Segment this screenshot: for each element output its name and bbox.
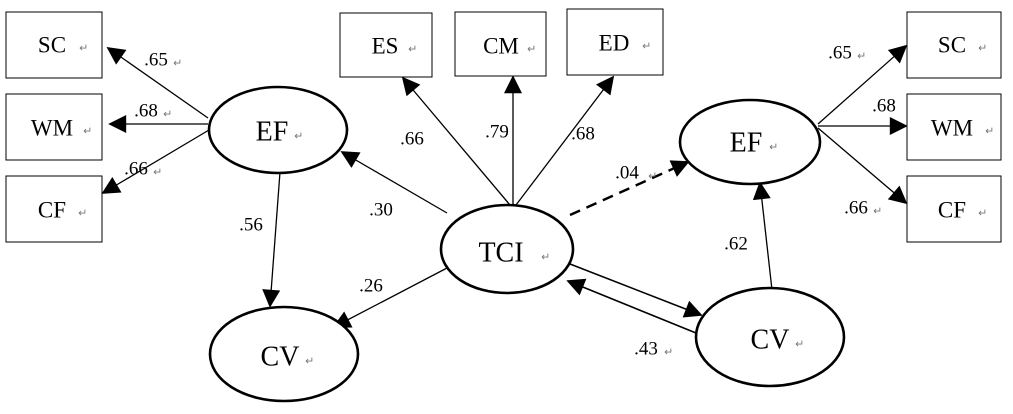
right-indicator-cf: CF ↵ xyxy=(906,175,1002,243)
ellipse-label-cv-right: CV xyxy=(751,325,790,356)
indicator-box-es xyxy=(339,12,433,78)
ellipse-ef-left xyxy=(207,85,349,175)
left-indicator-cf: CF ↵ xyxy=(5,175,103,243)
left-indicator-wm: WM ↵ xyxy=(5,93,103,161)
edges xyxy=(101,44,908,334)
coef-tci-es: .66 xyxy=(400,129,424,150)
indicator-label-cm: CM xyxy=(483,34,519,59)
edge-tci-to-ef-right xyxy=(569,160,690,217)
indicator-label-sc-right: SC xyxy=(938,33,966,58)
coef-cv-right-tci: .43 xyxy=(634,339,658,360)
coef-ef-left-cf: .66 xyxy=(124,159,148,180)
paragraph-mark: ↵ xyxy=(163,108,172,121)
coef-ef-right-sc: .65 xyxy=(828,43,852,64)
paragraph-mark: ↵ xyxy=(648,170,657,183)
indicator-label-cf-left: CF xyxy=(38,198,66,223)
indicator-label-es: ES xyxy=(372,34,399,59)
edge-cv-right-to-tci xyxy=(566,278,697,334)
indicator-box-ed xyxy=(566,8,664,76)
edge-ef-left-to-cv-left xyxy=(262,171,281,308)
latent-ef-right: EF ↵ xyxy=(678,98,822,186)
paragraph-mark: ↵ xyxy=(978,207,987,220)
paragraph-mark: ↵ xyxy=(664,346,673,359)
paragraph-mark: ↵ xyxy=(985,125,994,138)
coef-ef-left-wm: .68 xyxy=(134,101,158,122)
indicator-label-ed: ED xyxy=(599,31,630,56)
paragraph-mark: ↵ xyxy=(153,166,162,179)
edge-tci-to-ef-left xyxy=(340,151,448,214)
indicator-label-cf-right: CF xyxy=(938,198,966,223)
ellipse-cv-right xyxy=(694,286,846,388)
paragraph-mark: ↵ xyxy=(527,43,536,56)
edge-tci-to-cv-left xyxy=(332,267,448,328)
paragraph-mark: ↵ xyxy=(541,251,550,264)
latent-cv-left: CV ↵ xyxy=(208,305,360,403)
indicator-box-wm-right xyxy=(906,93,1002,161)
edge-ef-right-to-sc-right xyxy=(817,44,908,125)
coef-tci-ef-left: .30 xyxy=(369,200,393,221)
coef-ef-left-sc: .65 xyxy=(144,50,168,71)
paragraph-mark: ↵ xyxy=(873,205,882,218)
ellipse-cv-left xyxy=(208,305,360,403)
paragraph-mark: ↵ xyxy=(78,207,87,220)
left-indicator-sc: SC ↵ xyxy=(5,11,103,79)
coef-tci-cv-left: .26 xyxy=(359,276,383,297)
right-indicator-sc: SC ↵ xyxy=(906,11,1002,79)
ellipse-label-ef-right: EF xyxy=(730,128,763,159)
ellipse-ef-right xyxy=(678,98,822,186)
paragraph-mark: ↵ xyxy=(408,43,417,56)
paragraph-mark: ↵ xyxy=(294,130,303,143)
coef-tci-ef-right: .04 xyxy=(615,163,639,184)
paragraph-mark: ↵ xyxy=(83,125,92,138)
latent-cv-right: CV ↵ xyxy=(694,286,846,388)
latent-ef-left: EF ↵ xyxy=(207,85,349,175)
indicator-box-sc-left xyxy=(5,11,103,79)
coef-tci-ed: .68 xyxy=(571,124,595,145)
edge-ef-left-to-sc-left xyxy=(106,46,209,119)
paragraph-mark: ↵ xyxy=(857,50,866,63)
paragraph-mark: ↵ xyxy=(978,42,987,55)
indicator-box-sc-right xyxy=(906,11,1002,79)
ellipse-label-tci: TCI xyxy=(478,238,523,269)
top-indicator-ed: ED ↵ xyxy=(566,8,664,76)
coef-tci-cm: .79 xyxy=(485,122,509,143)
right-indicator-wm: WM ↵ xyxy=(906,93,1002,161)
edge-ef-right-to-cf-right xyxy=(817,127,908,205)
edge-cv-right-to-ef-right xyxy=(752,181,773,291)
top-indicator-cm: CM ↵ xyxy=(454,11,547,77)
paragraph-mark: ↵ xyxy=(305,355,314,368)
indicator-box-cm xyxy=(454,11,547,77)
coef-ef-left-cv-left: .56 xyxy=(239,215,263,236)
paragraph-mark: ↵ xyxy=(769,141,778,154)
indicator-label-sc-left: SC xyxy=(38,33,66,58)
ellipse-tci xyxy=(439,203,575,295)
edge-ef-left-to-cf-left xyxy=(101,129,210,194)
indicator-label-wm-right: WM xyxy=(931,116,973,141)
paragraph-mark: ↵ xyxy=(642,40,651,53)
ellipse-label-ef-left: EF xyxy=(256,117,289,148)
coef-ef-right-wm: .68 xyxy=(872,96,896,117)
indicator-box-wm-left xyxy=(5,93,103,161)
edge-tci-to-ed xyxy=(515,75,615,206)
paragraph-mark: ↵ xyxy=(795,338,804,351)
coefficient-labels: .65 ↵ .68 ↵ .66 ↵ .56 .30 .26 .66 .79 .6… xyxy=(124,43,896,360)
coef-ef-right-cf: .66 xyxy=(844,198,868,219)
paragraph-mark: ↵ xyxy=(79,42,88,55)
indicator-box-cf-right xyxy=(906,175,1002,243)
indicator-label-wm-left: WM xyxy=(31,116,73,141)
indicator-box-cf-left xyxy=(5,175,103,243)
edge-tci-to-es xyxy=(401,76,511,206)
top-indicator-es: ES ↵ xyxy=(339,12,433,78)
latent-tci: TCI ↵ xyxy=(439,203,575,295)
paragraph-mark: ↵ xyxy=(173,57,182,70)
coef-cv-right-ef-right: .62 xyxy=(724,234,748,255)
ellipse-label-cv-left: CV xyxy=(261,342,300,373)
edge-tci-to-cv-right xyxy=(569,263,703,318)
